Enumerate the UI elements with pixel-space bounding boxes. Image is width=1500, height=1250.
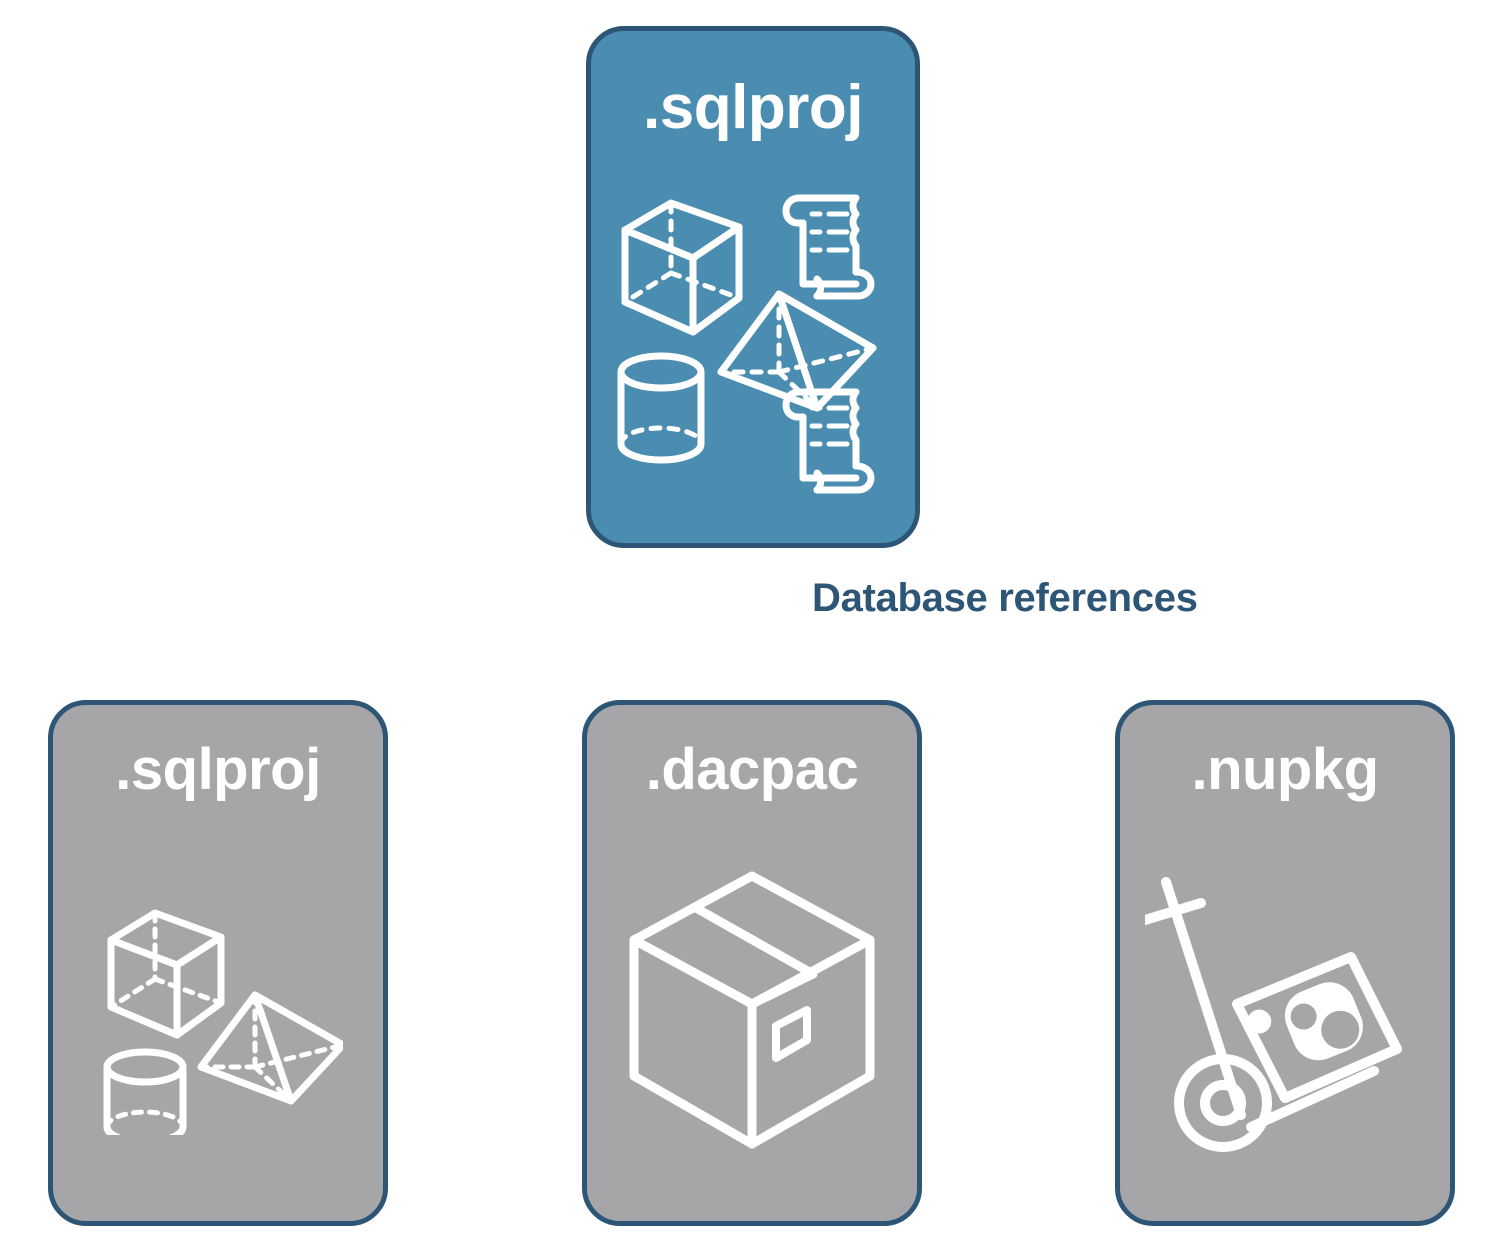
sqlproj-shapes-group [617, 194, 877, 494]
wireframe-pyramid-icon [197, 991, 343, 1105]
node-title: .sqlproj [643, 73, 863, 142]
node-sqlproj-root[interactable]: .sqlproj [586, 26, 920, 548]
node-title: .dacpac [645, 737, 859, 802]
node-reference-nupkg[interactable]: .nupkg [1115, 700, 1455, 1226]
sqlproj-shapes-group [103, 909, 343, 1135]
connector-label: Database references [812, 576, 1198, 620]
node-title: .sqlproj [115, 737, 321, 802]
wireframe-cube-icon [107, 909, 225, 1039]
wireframe-cylinder-icon [617, 352, 705, 464]
node-reference-sqlproj[interactable]: .sqlproj [48, 700, 388, 1226]
package-box-icon [629, 871, 875, 1149]
node-artwork [587, 799, 917, 1221]
wireframe-cube-icon [621, 199, 743, 336]
node-artwork [1120, 799, 1450, 1221]
node-reference-dacpac[interactable]: .dacpac [582, 700, 922, 1226]
wireframe-cylinder-icon [103, 1048, 187, 1135]
node-artwork [53, 799, 383, 1221]
node-title: .nupkg [1191, 737, 1379, 802]
scroll-icon [782, 194, 875, 300]
node-artwork [591, 139, 915, 543]
scroll-icon [782, 388, 875, 494]
hand-truck-nuget-icon [1145, 877, 1402, 1152]
